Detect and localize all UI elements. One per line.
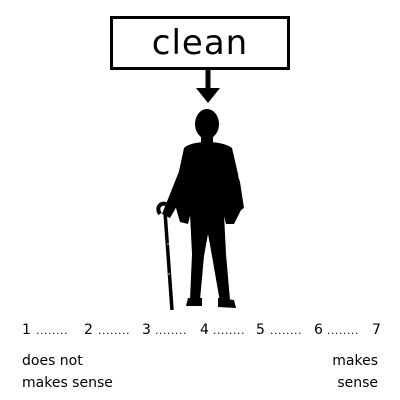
scale-separator: ........ (155, 324, 187, 337)
scale-point-5[interactable]: 5 (256, 322, 265, 338)
scale-point-7[interactable]: 7 (372, 322, 381, 338)
rating-scale: 1 ........ 2 ........ 3 ........ 4 .....… (0, 318, 400, 344)
scale-point-4[interactable]: 4 (200, 322, 209, 338)
scale-separator: ........ (213, 324, 245, 337)
prompt-word-box: clean (110, 16, 290, 70)
prompt-word: clean (151, 23, 249, 63)
elderly-man-silhouette (156, 109, 244, 311)
scale-separator: ........ (270, 324, 302, 337)
high-anchor-line-2: sense (337, 375, 378, 391)
scale-separator: ........ (36, 324, 68, 337)
high-anchor-line-1: makes (332, 353, 378, 369)
scale-point-2[interactable]: 2 (84, 322, 93, 338)
scale-low-anchor: does not makes sense (22, 350, 113, 394)
scale-point-3[interactable]: 3 (142, 322, 151, 338)
low-anchor-line-2: makes sense (22, 375, 113, 391)
scale-separator: ........ (327, 324, 359, 337)
scale-high-anchor: makes sense (332, 350, 378, 394)
scale-point-1[interactable]: 1 (22, 322, 31, 338)
low-anchor-line-1: does not (22, 353, 83, 369)
scale-point-6[interactable]: 6 (314, 322, 323, 338)
scale-separator: ........ (98, 324, 130, 337)
arrow-down-icon (196, 70, 220, 103)
